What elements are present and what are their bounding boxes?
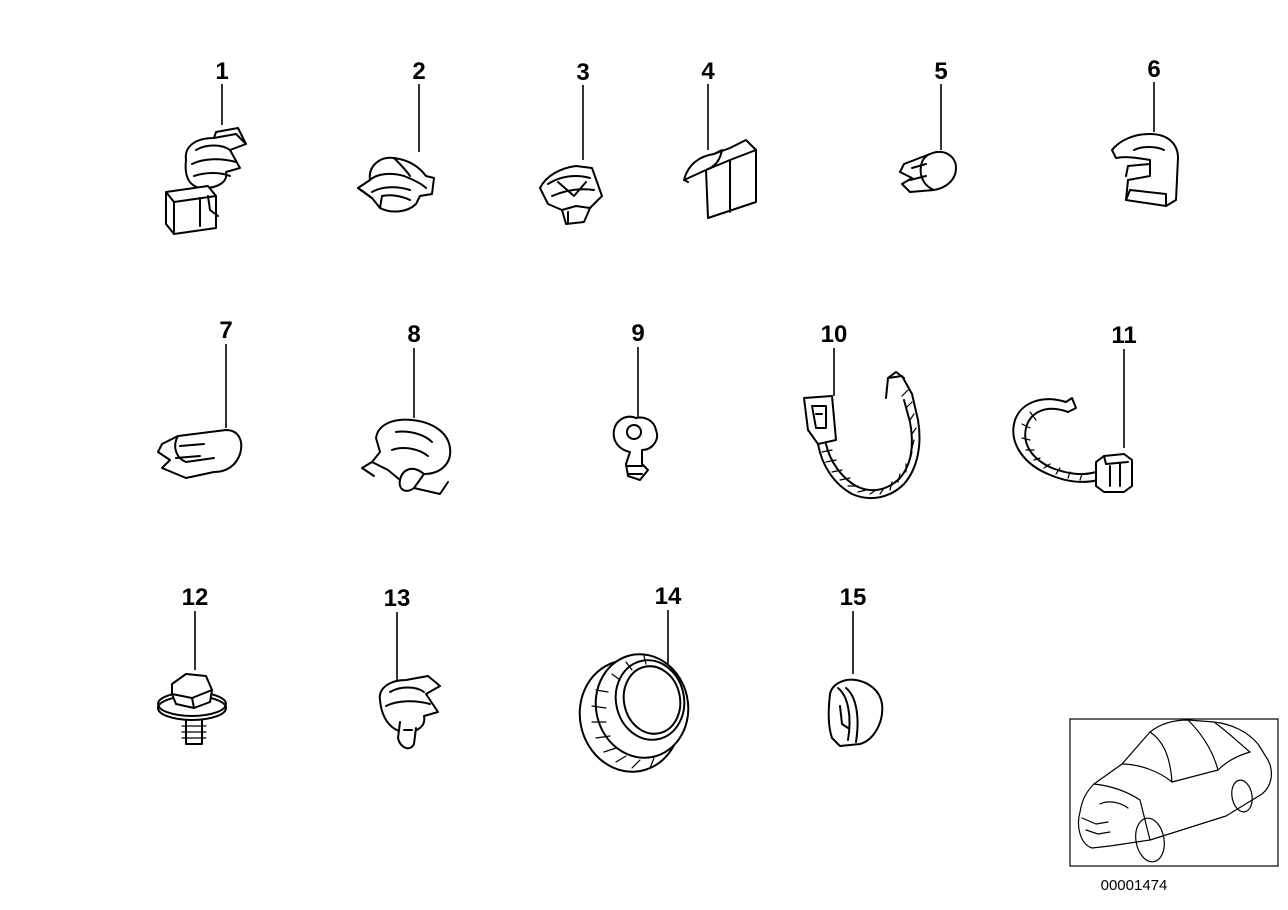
- part-number-7: 7: [219, 317, 232, 344]
- part-number-6: 6: [1147, 56, 1160, 83]
- document-number: 00001474: [1101, 877, 1168, 894]
- part-11[interactable]: 11: [1012, 322, 1137, 493]
- part-5[interactable]: 5: [899, 58, 957, 193]
- part-number-14: 14: [655, 583, 682, 610]
- part-6[interactable]: 6: [1111, 56, 1179, 207]
- part-2[interactable]: 2: [357, 58, 435, 213]
- cable-clip-6-drawing: [1111, 133, 1179, 207]
- part-number-3: 3: [576, 59, 589, 86]
- part-12[interactable]: 12: [157, 584, 227, 745]
- cable-clip-1-drawing: [165, 127, 247, 235]
- part-8[interactable]: 8: [361, 321, 452, 495]
- part-7[interactable]: 7: [157, 317, 243, 479]
- part-3[interactable]: 3: [539, 59, 603, 225]
- cable-clip-2-drawing: [357, 156, 435, 213]
- cable-tie-10-drawing: [803, 371, 921, 500]
- part-number-4: 4: [701, 58, 715, 85]
- car-icon: [1077, 719, 1272, 863]
- cable-clip-5-drawing: [899, 150, 957, 193]
- cable-clip-8-drawing: [361, 418, 452, 495]
- part-10[interactable]: 10: [803, 321, 921, 500]
- part-1[interactable]: 1: [165, 58, 247, 235]
- clip-nut-12-drawing: [157, 673, 227, 745]
- part-number-11: 11: [1111, 322, 1136, 349]
- part-9[interactable]: 9: [612, 320, 658, 481]
- part-number-2: 2: [412, 58, 425, 85]
- plug-15-drawing: [827, 678, 884, 747]
- part-15[interactable]: 15: [827, 584, 884, 747]
- vehicle-thumbnail: 00001474: [1069, 718, 1279, 894]
- part-13[interactable]: 13: [378, 585, 441, 750]
- part-number-12: 12: [182, 584, 209, 611]
- cable-clip-3-drawing: [539, 165, 603, 225]
- part-number-5: 5: [934, 58, 947, 85]
- cable-clip-13-drawing: [378, 675, 441, 750]
- part-number-15: 15: [840, 584, 867, 611]
- grommet-14-drawing: [578, 653, 690, 773]
- part-number-13: 13: [384, 585, 411, 612]
- part-4[interactable]: 4: [683, 58, 757, 219]
- part-number-10: 10: [821, 321, 848, 348]
- cable-clip-7-drawing: [157, 429, 243, 479]
- thumbnail-frame: [1069, 718, 1279, 867]
- part-14[interactable]: 14: [569, 583, 697, 781]
- part-number-8: 8: [407, 321, 420, 348]
- part-number-1: 1: [215, 58, 228, 85]
- cable-clip-4-drawing: [683, 139, 757, 219]
- cable-clip-9-drawing: [612, 415, 658, 481]
- part-number-9: 9: [631, 320, 644, 347]
- cable-tie-11-drawing: [1012, 397, 1133, 493]
